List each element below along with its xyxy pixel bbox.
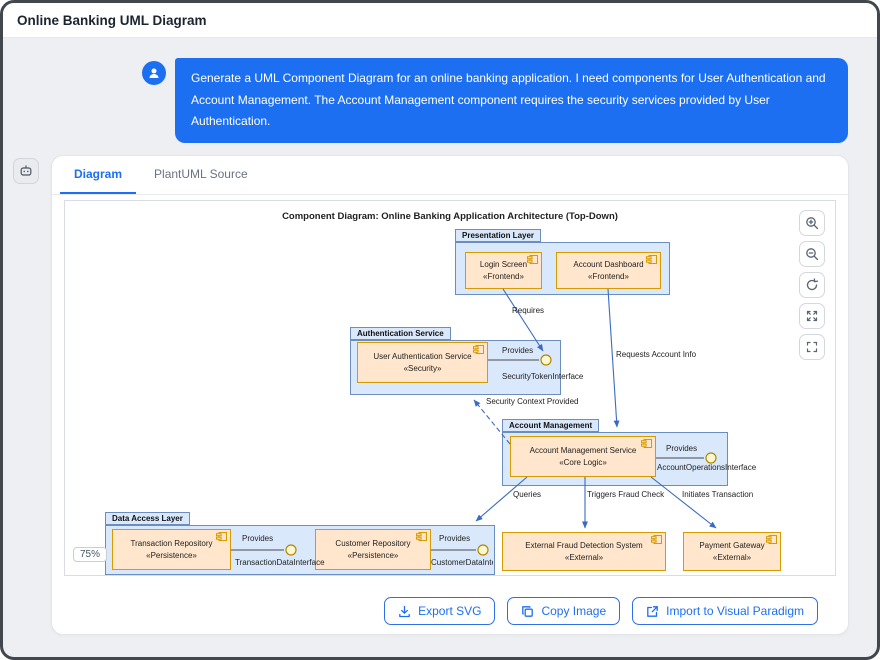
action-bar: Export SVG Copy Image: [52, 586, 848, 636]
export-svg-button[interactable]: Export SVG: [384, 597, 496, 625]
diagram-toolbar: [799, 210, 825, 360]
connection-label-requires: Requires: [512, 306, 545, 315]
tab-source-label: PlantUML Source: [154, 167, 248, 181]
component-stereotype: «Frontend»: [588, 271, 629, 281]
component-stereotype: «Frontend»: [483, 271, 524, 281]
package-tab-authentication-service: Authentication Service: [350, 327, 451, 340]
connection-label-requests: Requests Account Info: [616, 350, 697, 359]
component-icon: [766, 535, 777, 544]
component-stereotype: «Persistence»: [146, 550, 197, 560]
component-icon: [651, 535, 662, 544]
package-tab-presentation-layer: Presentation Layer: [455, 229, 542, 242]
copy-image-label: Copy Image: [541, 604, 607, 618]
package-tab-account-management: Account Management: [502, 419, 600, 432]
user-message-bubble: Generate a UML Component Diagram for an …: [175, 58, 848, 143]
component-icon: [473, 345, 484, 354]
component-name: External Fraud Detection System: [525, 540, 643, 550]
component-name: Payment Gateway: [699, 540, 765, 550]
expand-icon: [805, 309, 819, 323]
component-name: Transaction Repository: [130, 538, 213, 548]
user-message-text: Generate a UML Component Diagram for an …: [191, 71, 826, 129]
tab-diagram-label: Diagram: [74, 167, 123, 181]
diagram-title: Component Diagram: Online Banking Applic…: [282, 211, 618, 222]
expand-button[interactable]: [799, 303, 825, 329]
diagram-canvas[interactable]: Component Diagram: Online Banking Applic…: [64, 200, 836, 576]
component-account-dashboard: Account Dashboard «Frontend»: [556, 252, 661, 289]
component-stereotype: «External»: [564, 552, 604, 562]
component-customer-repository: Customer Repository «Persistence»: [315, 529, 431, 570]
fullscreen-button[interactable]: [799, 334, 825, 360]
component-icon: [641, 439, 652, 448]
component-name: Customer Repository: [335, 538, 411, 548]
component-stereotype: «Persistence»: [347, 550, 399, 560]
interface-provides-label: Provides: [666, 444, 698, 453]
zoom-out-button[interactable]: [799, 241, 825, 267]
download-icon: [398, 605, 411, 618]
component-name: Account Dashboard: [573, 259, 644, 269]
tab-plantuml-source[interactable]: PlantUML Source: [140, 156, 262, 194]
zoom-out-icon: [805, 247, 819, 261]
user-icon: [148, 67, 160, 79]
assistant-avatar: [13, 158, 39, 184]
component-name: Account Management Service: [529, 445, 637, 455]
tab-bar: Diagram PlantUML Source: [52, 156, 848, 195]
component-transaction-repository: Transaction Repository «Persistence»: [112, 529, 231, 570]
component-name: User Authentication Service: [373, 351, 472, 361]
component-stereotype: «External»: [712, 552, 752, 562]
copy-icon: [521, 605, 534, 618]
component-login-screen: Login Screen «Frontend»: [465, 252, 542, 289]
component-account-management-service: Account Management Service «Core Logic»: [510, 436, 656, 477]
component-stereotype: «Security»: [403, 363, 442, 373]
connection-label-queries: Queries: [513, 490, 542, 499]
connection-label-triggers-fraud: Triggers Fraud Check: [587, 490, 665, 499]
component-icon: [416, 532, 427, 541]
component-icon: [646, 255, 657, 264]
bot-icon: [19, 164, 33, 178]
import-visual-paradigm-label: Import to Visual Paradigm: [666, 604, 804, 618]
interface-provides-label: Provides: [502, 346, 534, 355]
copy-image-button[interactable]: Copy Image: [507, 597, 621, 625]
component-payment-gateway: Payment Gateway «External»: [683, 532, 781, 571]
component-user-authentication-service: User Authentication Service «Security»: [357, 342, 488, 383]
zoom-level-badge: 75%: [73, 547, 108, 562]
interface-provides-label: Provides: [242, 534, 274, 543]
zoom-in-icon: [805, 216, 819, 230]
reset-view-button[interactable]: [799, 272, 825, 298]
interface-name-transaction-data: TransactionDataInterface: [235, 558, 325, 567]
zoom-in-button[interactable]: [799, 210, 825, 236]
title-bar: Online Banking UML Diagram: [3, 3, 877, 38]
diagram-card: Diagram PlantUML Source Component Diagra…: [51, 155, 849, 635]
user-avatar: [142, 61, 166, 85]
page-title: Online Banking UML Diagram: [17, 12, 207, 28]
interface-name-customer-data: CustomerDataInterface: [431, 558, 493, 567]
interface-provides-label: Provides: [439, 534, 471, 543]
component-name: Login Screen: [479, 259, 528, 269]
external-link-icon: [646, 605, 659, 618]
component-external-fraud-detection: External Fraud Detection System «Externa…: [502, 532, 666, 571]
component-stereotype: «Core Logic»: [559, 457, 607, 467]
component-icon: [527, 255, 538, 264]
export-svg-label: Export SVG: [418, 604, 482, 618]
fullscreen-icon: [805, 340, 819, 354]
connection-label-initiates-transaction: Initiates Transaction: [682, 490, 754, 499]
rotate-left-icon: [805, 278, 819, 292]
component-icon: [216, 532, 227, 541]
package-tab-data-access-layer: Data Access Layer: [105, 512, 190, 525]
tab-diagram[interactable]: Diagram: [60, 156, 137, 194]
import-visual-paradigm-button[interactable]: Import to Visual Paradigm: [632, 597, 818, 625]
connection-label-security-context: Security Context Provided: [486, 397, 579, 406]
interface-name-security-token: SecurityTokenInterface: [502, 372, 584, 381]
interface-name-account-ops: AccountOperationsInterface: [657, 463, 757, 472]
